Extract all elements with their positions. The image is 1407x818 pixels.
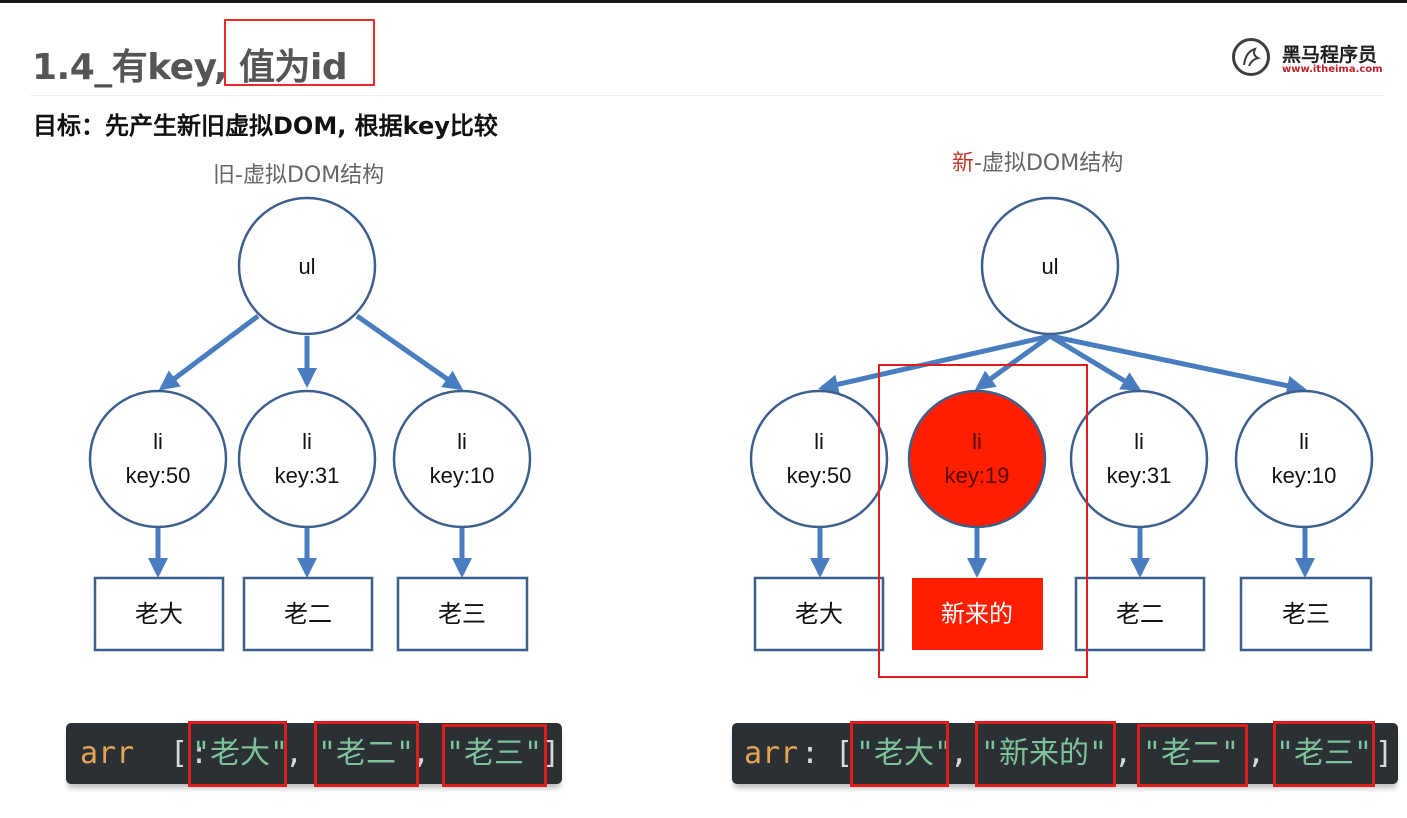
new-edge-root-1 xyxy=(818,333,1051,395)
new-text-label: 老二 xyxy=(1116,600,1164,628)
new-text-label: 新来的 xyxy=(941,600,1013,628)
old-tree: ul li key:50 li key:31 li key:10 老大 老二 老… xyxy=(88,196,532,652)
new-edge-root-2 xyxy=(974,333,1052,391)
new-text-box xyxy=(1239,576,1373,652)
new-li-key: key:10 xyxy=(1272,463,1337,488)
new-edge-root-3 xyxy=(1048,333,1142,392)
title-highlight-text: 值为id xyxy=(239,47,348,88)
new-li-tag: li xyxy=(1299,429,1309,454)
old-li-node xyxy=(237,389,377,529)
new-root-label: ul xyxy=(1041,254,1058,279)
old-root-node xyxy=(237,196,377,336)
new-li-node xyxy=(1069,389,1209,529)
old-root-label: ul xyxy=(298,254,315,279)
new-li-key: key:31 xyxy=(1107,463,1172,488)
old-li-key: key:10 xyxy=(430,463,495,488)
inserted-node-highlight xyxy=(878,364,1088,678)
old-item-highlight xyxy=(442,724,547,787)
new-li-tag: li xyxy=(972,429,982,454)
new-li-tag: li xyxy=(814,429,824,454)
code-open-bracket: [ xyxy=(170,736,189,771)
new-item-highlight xyxy=(850,721,949,787)
code-comma: , xyxy=(1114,736,1133,771)
old-edge-root-3 xyxy=(355,313,464,391)
title-prefix: 1.4_有key, xyxy=(32,47,240,88)
code-item: "老二" xyxy=(1143,736,1240,771)
old-item-highlight xyxy=(314,721,419,787)
brand-logo: 黑马程序员 www.itheima.com xyxy=(1232,38,1383,80)
new-li-tag: li xyxy=(1134,429,1144,454)
old-text-box xyxy=(93,576,225,652)
old-text-label: 老二 xyxy=(284,600,332,628)
new-item-highlight xyxy=(975,721,1116,787)
old-edge-root-1 xyxy=(158,314,260,391)
old-li-node xyxy=(392,389,532,529)
new-text-box xyxy=(1074,576,1206,652)
old-text-label: 老三 xyxy=(438,600,486,628)
new-li-node xyxy=(749,389,889,529)
title-highlight-box xyxy=(224,19,375,86)
new-tree: ul li key:50 li key:19 li key:31 li key:… xyxy=(749,196,1374,678)
new-edge-root-4 xyxy=(1049,333,1307,396)
new-root-node xyxy=(980,196,1120,336)
old-text-label: 老大 xyxy=(135,600,183,628)
code-var: arr xyxy=(80,736,135,771)
horse-logo-icon xyxy=(1232,38,1270,76)
old-li-key: key:31 xyxy=(275,463,340,488)
code-var: arr xyxy=(744,736,799,771)
new-array-code: arr : [ "老大" , "新来的" , "老二" , "老三" ] xyxy=(732,723,1398,784)
new-text-box xyxy=(753,576,885,652)
slide-title: 1.4_有key, 值为id xyxy=(32,38,348,90)
old-li-key: key:50 xyxy=(126,463,191,488)
code-comma: , xyxy=(285,736,304,771)
code-item: "新来的" xyxy=(981,736,1108,771)
code-item: "老大" xyxy=(192,736,289,771)
logo-name: 黑马程序员 xyxy=(1282,44,1378,66)
old-item-highlight xyxy=(188,721,287,787)
new-text-box-inserted xyxy=(912,578,1043,650)
new-text-label: 老三 xyxy=(1282,600,1330,628)
goal-text: 目标：先产生新旧虚拟DOM, 根据key比较 xyxy=(33,112,498,140)
header-divider xyxy=(30,95,1384,96)
code-colon: : xyxy=(801,736,820,771)
code-item: "老三" xyxy=(1276,736,1373,771)
new-li-node-inserted xyxy=(907,389,1047,529)
new-li-key: key:19 xyxy=(945,463,1010,488)
code-colon: : xyxy=(190,736,209,771)
old-text-box xyxy=(242,576,374,652)
new-li-key: key:50 xyxy=(787,463,852,488)
new-item-highlight xyxy=(1137,724,1248,787)
code-close-bracket: ] xyxy=(1375,736,1394,771)
new-tree-caption: 新-虚拟DOM结构 xyxy=(952,145,1123,177)
new-caption-accent: 新 xyxy=(952,151,975,176)
code-open-bracket: [ xyxy=(835,736,854,771)
old-li-tag: li xyxy=(457,429,467,454)
new-item-highlight xyxy=(1273,721,1375,787)
code-item: "老三" xyxy=(446,736,543,771)
old-li-tag: li xyxy=(302,429,312,454)
old-tree-caption: 旧-虚拟DOM结构 xyxy=(213,163,385,188)
new-text-label: 老大 xyxy=(795,600,843,628)
old-li-node xyxy=(88,389,228,529)
code-comma: , xyxy=(950,736,969,771)
old-li-tag: li xyxy=(153,429,163,454)
old-text-box xyxy=(396,576,529,652)
top-border xyxy=(0,0,1407,3)
new-li-node xyxy=(1234,389,1374,529)
logo-url: www.itheima.com xyxy=(1282,64,1383,75)
code-item: "老大" xyxy=(856,736,953,771)
code-comma: , xyxy=(1247,736,1266,771)
new-caption-rest: -虚拟DOM结构 xyxy=(974,151,1124,176)
code-item: "老二" xyxy=(318,736,415,771)
